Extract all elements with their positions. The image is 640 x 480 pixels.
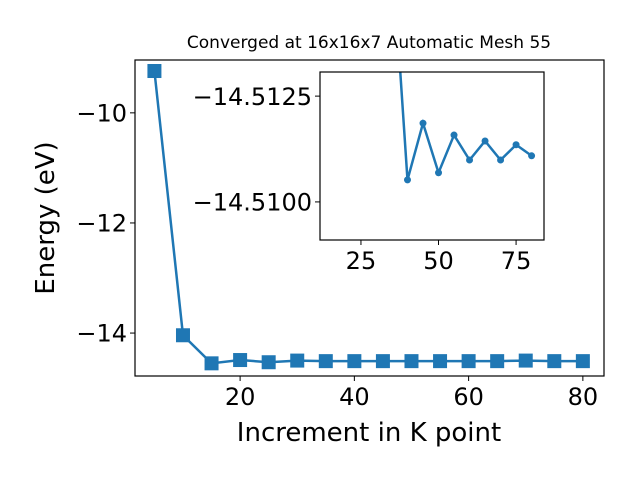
main-series — [147, 64, 590, 371]
inset-point — [403, 176, 411, 184]
main-point — [404, 354, 419, 369]
main-y-tick-label: −12 — [76, 210, 127, 238]
main-x-tick-label: 20 — [225, 383, 256, 411]
main-frame — [134, 59, 605, 377]
x-axis-label: Increment in K point — [237, 418, 501, 448]
main-point — [433, 354, 448, 369]
main-point — [461, 354, 476, 369]
inset-x-tick-label: 75 — [501, 247, 532, 275]
main-point — [204, 356, 219, 371]
inset-y-tick-label: −14.5125 — [193, 83, 312, 111]
inset-x-tick-label: 50 — [423, 247, 454, 275]
chart-title: Converged at 16x16x7 Automatic Mesh 55 — [187, 33, 551, 53]
inset-point — [512, 141, 520, 149]
main-point — [547, 354, 562, 369]
inset-point — [528, 152, 536, 160]
main-point — [490, 354, 505, 369]
main-y-tick-label: −10 — [76, 99, 127, 127]
main-point — [147, 64, 162, 79]
main-x-tick-label: 80 — [568, 383, 599, 411]
y-axis-label: Energy (eV) — [31, 141, 61, 294]
main-point — [347, 354, 362, 369]
inset-series — [399, 72, 536, 184]
inset-frame — [319, 71, 545, 241]
main-point — [175, 328, 190, 343]
main-point — [518, 353, 533, 368]
inset-point — [435, 169, 443, 177]
inset-point — [419, 119, 427, 127]
inset-line — [399, 72, 533, 181]
main-x-tick-label: 60 — [453, 383, 484, 411]
main-point — [233, 353, 248, 368]
main-x-tick-label: 40 — [339, 383, 370, 411]
main-line — [153, 70, 583, 365]
main-point — [261, 355, 276, 370]
inset-point — [466, 156, 474, 164]
main-point — [290, 353, 305, 368]
inset-y-tick-label: −14.5100 — [193, 189, 312, 217]
main-point — [375, 354, 390, 369]
inset-plot: 25 50 75 −14.5125 −14.5100 — [193, 71, 545, 275]
main-y-tick-label: −14 — [76, 320, 127, 348]
inset-x-tick-label: 25 — [346, 247, 377, 275]
inset-point — [481, 137, 489, 145]
inset-point — [450, 131, 458, 139]
main-point — [575, 354, 590, 369]
inset-point — [497, 156, 505, 164]
main-point — [318, 354, 333, 369]
